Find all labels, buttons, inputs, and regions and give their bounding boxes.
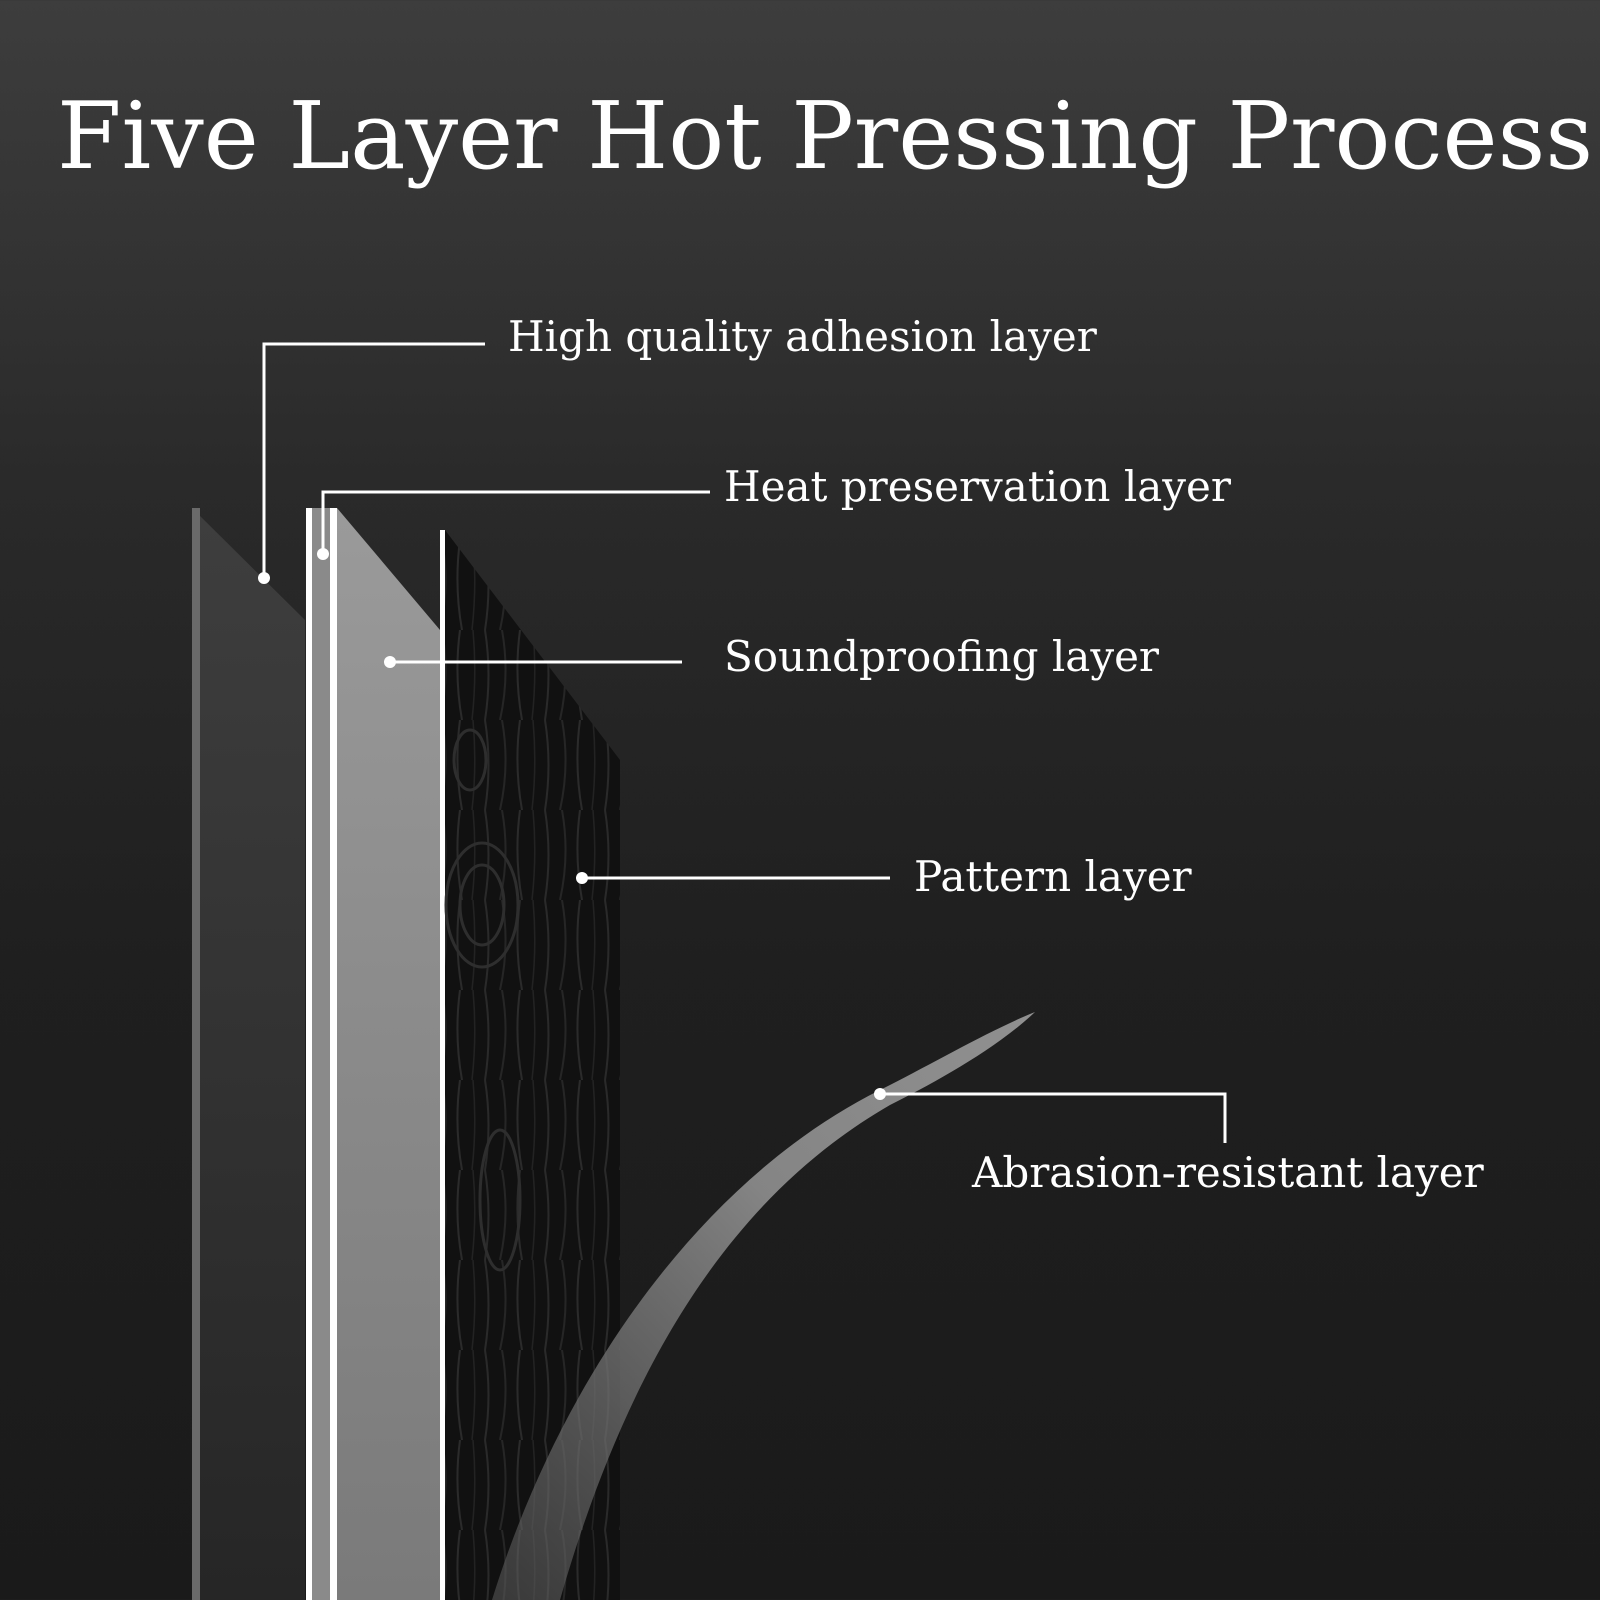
page-title: Five Layer Hot Pressing Process bbox=[56, 82, 1594, 190]
leader-adhesion bbox=[262, 342, 485, 578]
leader-pattern-dot bbox=[576, 872, 588, 884]
label-adhesion-layer: High quality adhesion layer bbox=[508, 312, 1097, 361]
leader-heat-dot bbox=[317, 548, 329, 560]
leader-adhesion-dot bbox=[258, 572, 270, 584]
pattern-layer-shape bbox=[445, 530, 620, 1600]
adhesion-layer-shape bbox=[192, 508, 305, 1600]
label-abrasion-resistant-layer: Abrasion-resistant layer bbox=[972, 1148, 1484, 1197]
leader-abrasion-dot bbox=[874, 1088, 886, 1100]
heat-layer-outer-edge bbox=[306, 508, 312, 1600]
leader-abrasion bbox=[880, 1092, 1227, 1143]
sound-layer-shape bbox=[337, 508, 440, 1600]
heat-layer-shape bbox=[312, 508, 330, 1600]
leader-sound-dot bbox=[384, 656, 396, 668]
label-soundproofing-layer: Soundproofing layer bbox=[724, 632, 1160, 681]
leader-heat bbox=[321, 490, 710, 554]
sound-layer-edge bbox=[440, 530, 445, 1600]
abrasion-layer-shape bbox=[492, 1012, 1035, 1600]
adhesion-layer-edge bbox=[192, 508, 200, 1600]
heat-layer-inner-edge bbox=[330, 508, 337, 1600]
label-heat-preservation-layer: Heat preservation layer bbox=[724, 462, 1231, 511]
label-pattern-layer: Pattern layer bbox=[914, 852, 1192, 901]
wood-grain-knots bbox=[444, 728, 522, 1272]
